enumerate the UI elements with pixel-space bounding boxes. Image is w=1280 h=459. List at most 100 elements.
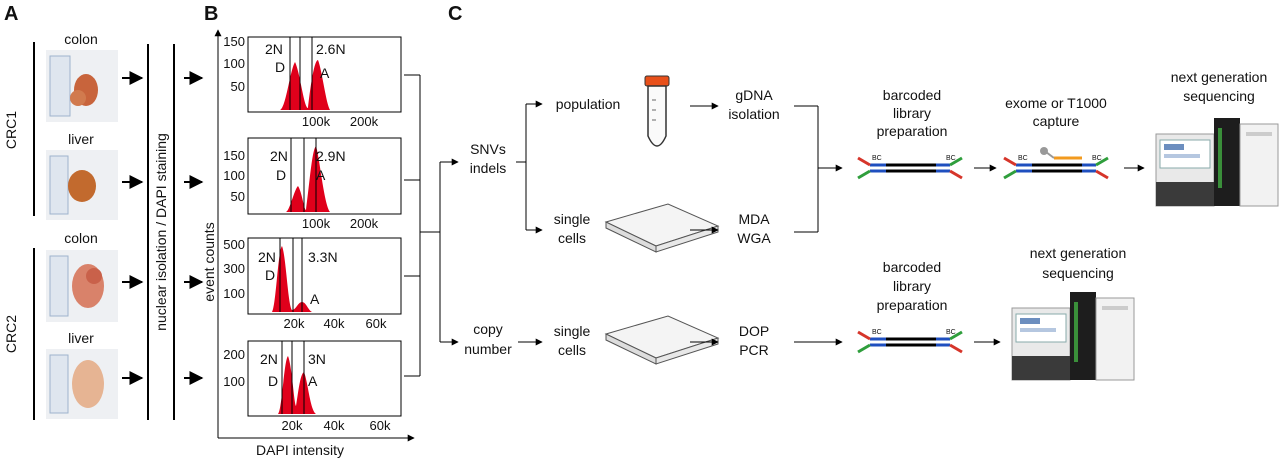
histogram-4: 200 100 20k 40k 60k 2N D 3N A — [223, 340, 402, 433]
svg-text:A: A — [310, 291, 320, 307]
barcoded-1a: barcoded — [883, 87, 941, 103]
number-label: number — [464, 341, 512, 357]
ngs-label-2b: sequencing — [1042, 265, 1114, 281]
single-cells-1b: cells — [558, 230, 586, 246]
svg-text:A: A — [308, 373, 318, 389]
single-cells-2a: single — [554, 323, 591, 339]
copy-label: copy — [473, 321, 503, 337]
crc1-liver-label: liver — [68, 131, 94, 147]
svg-text:100: 100 — [223, 374, 245, 389]
well-plate-icon-2 — [605, 315, 719, 365]
mda-label: MDA — [738, 211, 770, 227]
sequencer-icon-1 — [1155, 117, 1279, 207]
svg-text:2N: 2N — [260, 351, 278, 367]
svg-text:40k: 40k — [324, 418, 345, 433]
histogram-2: 150 100 50 100k 200k 2N D 2.9N A — [223, 137, 402, 231]
indels-label: indels — [470, 160, 507, 176]
process-label: nuclear isolation / DAPI staining — [153, 133, 169, 331]
svg-text:BC: BC — [1092, 155, 1102, 162]
crc1-colon-label: colon — [64, 31, 97, 47]
svg-text:BC: BC — [1018, 155, 1028, 162]
svg-text:100k: 100k — [302, 216, 331, 231]
crc1-liver-photo — [46, 150, 118, 220]
svg-text:100k: 100k — [302, 114, 331, 129]
svg-text:200: 200 — [223, 347, 245, 362]
histogram-1: 150 100 50 100k 200k 2N D 2.6N A — [223, 34, 402, 129]
barcoded-1b: library — [893, 105, 931, 121]
capture-label-1: exome or T1000 — [1005, 95, 1107, 111]
svg-text:D: D — [268, 373, 278, 389]
svg-text:200k: 200k — [350, 114, 379, 129]
ngs-label-1b: sequencing — [1183, 88, 1255, 104]
svg-text:200k: 200k — [350, 216, 379, 231]
svg-text:2N: 2N — [265, 41, 283, 57]
svg-text:3N: 3N — [308, 351, 326, 367]
histogram-3: 500 300 100 20k 40k 60k 2N D 3.3N A — [223, 237, 402, 331]
crc2-colon-label: colon — [64, 230, 97, 246]
svg-text:2N: 2N — [270, 148, 288, 164]
crc2-label: CRC2 — [3, 315, 19, 353]
svg-text:60k: 60k — [366, 316, 387, 331]
y-axis-label: event counts — [201, 222, 217, 301]
svg-text:BC: BC — [946, 155, 956, 162]
crc2-liver-label: liver — [68, 330, 94, 346]
crc2-colon-photo — [46, 250, 118, 322]
svg-text:20k: 20k — [282, 418, 303, 433]
svg-text:50: 50 — [231, 79, 245, 94]
svg-text:3.3N: 3.3N — [308, 249, 338, 265]
single-cells-2b: cells — [558, 342, 586, 358]
panel-c-letter: C — [448, 3, 462, 25]
x-axis-label: DAPI intensity — [256, 442, 344, 458]
barcoded-2c: preparation — [877, 297, 948, 313]
svg-text:20k: 20k — [284, 316, 305, 331]
wga-label: WGA — [737, 230, 771, 246]
svg-text:2.6N: 2.6N — [316, 41, 346, 57]
svg-text:100: 100 — [223, 286, 245, 301]
single-cells-1a: single — [554, 211, 591, 227]
svg-text:50: 50 — [231, 189, 245, 204]
crc2-liver-photo — [46, 349, 118, 419]
crc1-label: CRC1 — [3, 111, 19, 149]
barcoded-1c: preparation — [877, 123, 948, 139]
ngs-label-1a: next generation — [1171, 69, 1268, 85]
ngs-label-2a: next generation — [1030, 245, 1127, 261]
barcoded-2a: barcoded — [883, 259, 941, 275]
svg-text:500: 500 — [223, 237, 245, 252]
crc1-colon-photo — [46, 50, 118, 122]
svg-text:100: 100 — [223, 56, 245, 71]
svg-text:40k: 40k — [324, 316, 345, 331]
dna-fragment-2: BC BC — [856, 329, 964, 354]
svg-text:A: A — [316, 167, 326, 183]
svg-text:150: 150 — [223, 34, 245, 49]
sequencer-icon-2 — [1011, 291, 1135, 381]
snvs-label: SNVs — [470, 141, 506, 157]
capture-label-2: capture — [1033, 113, 1080, 129]
merge-bracket — [404, 74, 459, 377]
svg-text:D: D — [265, 267, 275, 283]
svg-text:BC: BC — [946, 329, 956, 336]
panel-a-letter: A — [4, 3, 18, 25]
population-label: population — [556, 96, 621, 112]
svg-text:A: A — [320, 65, 330, 81]
svg-text:D: D — [275, 59, 285, 75]
svg-text:60k: 60k — [370, 418, 391, 433]
dop-label: DOP — [739, 323, 769, 339]
gdna-label: gDNA — [735, 87, 773, 103]
svg-text:100: 100 — [223, 168, 245, 183]
svg-text:D: D — [276, 167, 286, 183]
svg-text:BC: BC — [872, 155, 882, 162]
svg-text:2N: 2N — [258, 249, 276, 265]
panel-b-letter: B — [204, 3, 218, 25]
well-plate-icon-1 — [605, 203, 719, 253]
pcr-label: PCR — [739, 342, 769, 358]
svg-text:150: 150 — [223, 148, 245, 163]
svg-text:300: 300 — [223, 261, 245, 276]
barcoded-2b: library — [893, 278, 931, 294]
tube-icon — [644, 75, 670, 147]
isolation-label: isolation — [728, 106, 779, 122]
capture-fragment: BC BC — [1002, 147, 1110, 180]
svg-text:BC: BC — [872, 329, 882, 336]
svg-text:2.9N: 2.9N — [316, 148, 346, 164]
dna-fragment-1: BC BC — [856, 155, 964, 180]
